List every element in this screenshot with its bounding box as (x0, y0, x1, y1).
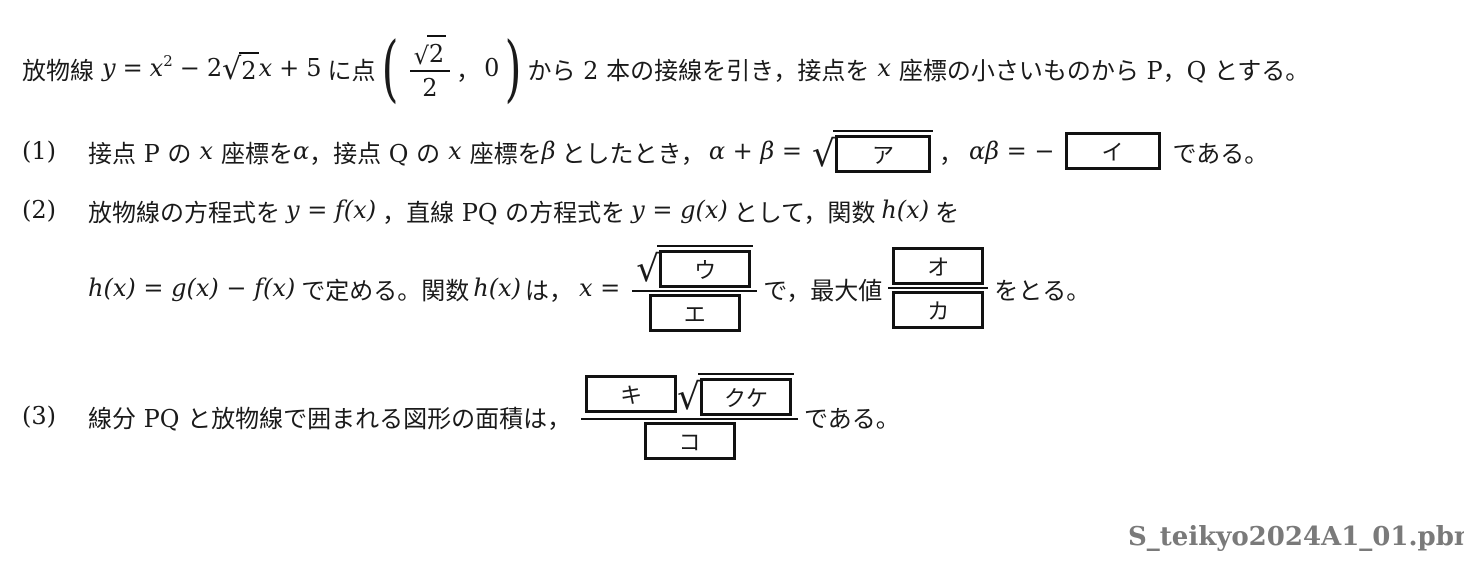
q1-sum: α + β = (708, 137, 802, 165)
q1-x-2: x (448, 137, 462, 165)
q2-text-3: として，関数 (733, 198, 876, 227)
q2-eq-g: y = g(x) (631, 196, 728, 224)
q3-text-2: である。 (804, 404, 900, 433)
eq-exponent: 2 (163, 52, 173, 70)
question-3: (3) 線分 PQ と放物線で囲まれる図形の面積は， キ √クケ コ である。 (22, 356, 900, 476)
answer-box-a[interactable]: ア (834, 134, 931, 173)
eq-minus: − (179, 54, 200, 82)
eq-constant: 5 (306, 54, 322, 82)
q3-label: (3) (22, 402, 56, 430)
q1-label: (1) (22, 137, 56, 165)
q1-text-4: 座標を (469, 139, 542, 168)
point-denominator: 2 (422, 73, 438, 102)
q1-alpha: α (292, 137, 310, 165)
intro-x-var: x (877, 54, 891, 82)
question-2-line-1: (2) 放物線の方程式を y = f(x) ，直線 PQ の方程式を y = g… (22, 190, 959, 230)
intro-text-4: 座標の小さいものから P，Q とする。 (898, 56, 1310, 85)
intro-text-3: から 2 本の接線を引き，接点を (527, 56, 870, 85)
answer-box-kuke[interactable]: クケ (700, 377, 793, 416)
q2-text-4: を (935, 198, 960, 227)
eq-coefficient: 2 (206, 54, 223, 82)
q1-comma: ， (938, 139, 963, 168)
q1-x-1: x (199, 137, 213, 165)
q2-text-5: で定める。関数 (301, 276, 470, 305)
q1-sqrt: √ア (812, 129, 933, 173)
eq-x-squared: x (149, 54, 164, 82)
point-comma: ， (456, 56, 481, 85)
q2-text-1: 放物線の方程式を (88, 198, 280, 227)
point-fraction: √2 2 (409, 34, 451, 102)
q2-max-fraction: オ カ (888, 247, 989, 329)
answer-box-u[interactable]: ウ (659, 249, 752, 288)
q2-text-7: で，最大値 (763, 276, 883, 305)
answer-box-o[interactable]: オ (892, 247, 985, 285)
left-paren: ( (381, 26, 398, 110)
q2-text-6: は， (524, 276, 573, 305)
q1-product: αβ = − (968, 137, 1055, 165)
eq-y: y (102, 54, 116, 82)
q2-h-2: h(x) (473, 274, 521, 302)
eq-sqrt: √2 (222, 51, 259, 87)
q2-x-equals: x = (578, 274, 621, 302)
answer-box-ka[interactable]: カ (892, 291, 985, 329)
eq-plus: + (279, 54, 300, 82)
point-numerator: 2 (426, 34, 447, 68)
eq-radicand: 2 (239, 51, 259, 85)
answer-box-ki[interactable]: キ (585, 375, 678, 413)
q2-label: (2) (22, 196, 56, 224)
intro-text-2: に点 (327, 56, 376, 85)
q3-text-1: 線分 PQ と放物線で囲まれる図形の面積は， (88, 404, 572, 433)
q1-text-5: としたとき， (561, 139, 705, 168)
q2-text-2: ，直線 PQ の方程式を (382, 198, 626, 227)
file-name-label: S_teikyo2024A1_01.pbm (1128, 522, 1464, 552)
q1-text-2: 座標を (220, 139, 293, 168)
q1-text-6: である。 (1172, 139, 1269, 168)
question-2-line-2: h(x) = g(x) − f(x) で定める。関数 h(x) は， x = √… (88, 228, 1090, 348)
q1-text-1: 接点 P の (88, 139, 192, 168)
answer-box-e[interactable]: エ (648, 293, 741, 332)
q1-text-3: ，接点 Q の (309, 139, 441, 168)
q2-x-fraction: √ウ エ (632, 244, 758, 332)
q2-eq-f: y = f(x) (286, 196, 377, 224)
answer-box-i[interactable]: イ (1064, 132, 1161, 170)
q1-beta: β (541, 137, 556, 165)
point-zero: 0 (484, 54, 500, 82)
q2-text-8: をとる。 (994, 276, 1091, 305)
intro-text-1: 放物線 (22, 56, 94, 85)
eq-x: x (258, 54, 273, 82)
q3-area-fraction: キ √クケ コ (581, 372, 799, 460)
q2-h: h(x) (881, 196, 930, 224)
right-paren: ) (505, 26, 522, 110)
question-1: (1) 接点 P の x 座標を α ，接点 Q の x 座標を β としたとき… (22, 128, 1268, 174)
eq-equals: = (122, 54, 143, 82)
answer-box-ko[interactable]: コ (643, 421, 736, 460)
q2-definition: h(x) = g(x) − f(x) (88, 274, 296, 302)
